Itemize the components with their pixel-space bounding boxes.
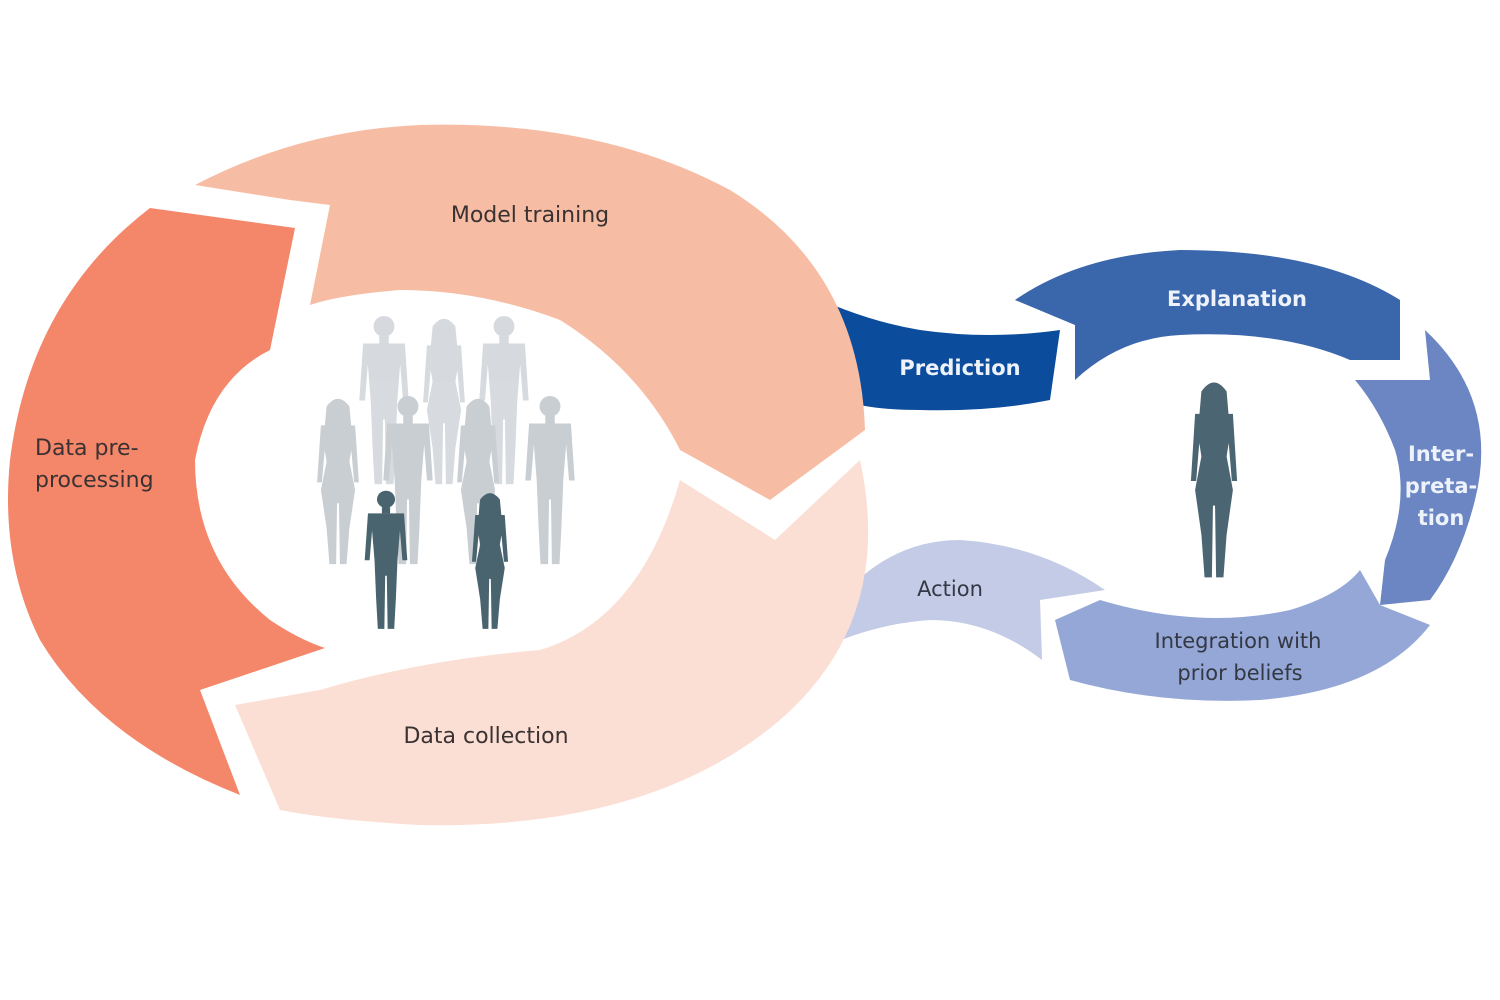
person-dark-icon [471,493,509,629]
prediction-label: Prediction [899,356,1020,380]
right-cycle [800,250,1482,701]
left-cycle [8,124,869,826]
prediction-arrow [800,290,1060,411]
model-training-arrow [195,124,865,501]
crowd-illustration [317,315,575,629]
integration-arrow [1055,570,1430,701]
interpretation-label-line1: Inter- [1408,442,1474,466]
data-preprocessing-label-line2: processing [35,468,154,493]
individual-person-icon [1190,382,1238,578]
action-arrow [800,540,1105,660]
interpretation-label-line2: preta- [1405,474,1478,498]
data-collection-label: Data collection [403,724,568,749]
person-icon [317,398,359,565]
action-label: Action [917,577,983,601]
data-collection-arrow [235,460,869,826]
integration-label-line1: Integration with [1155,629,1322,653]
interpretation-arrow [1355,330,1482,605]
data-preprocessing-arrow [8,208,325,795]
data-preprocessing-label-line1: Data pre- [35,436,139,461]
explanation-arrow [1015,250,1400,380]
person-icon [525,395,575,565]
integration-label-line2: prior beliefs [1177,661,1302,685]
model-training-label: Model training [451,203,609,228]
interpretation-label-line3: tion [1418,506,1465,530]
explanation-label: Explanation [1167,287,1307,311]
